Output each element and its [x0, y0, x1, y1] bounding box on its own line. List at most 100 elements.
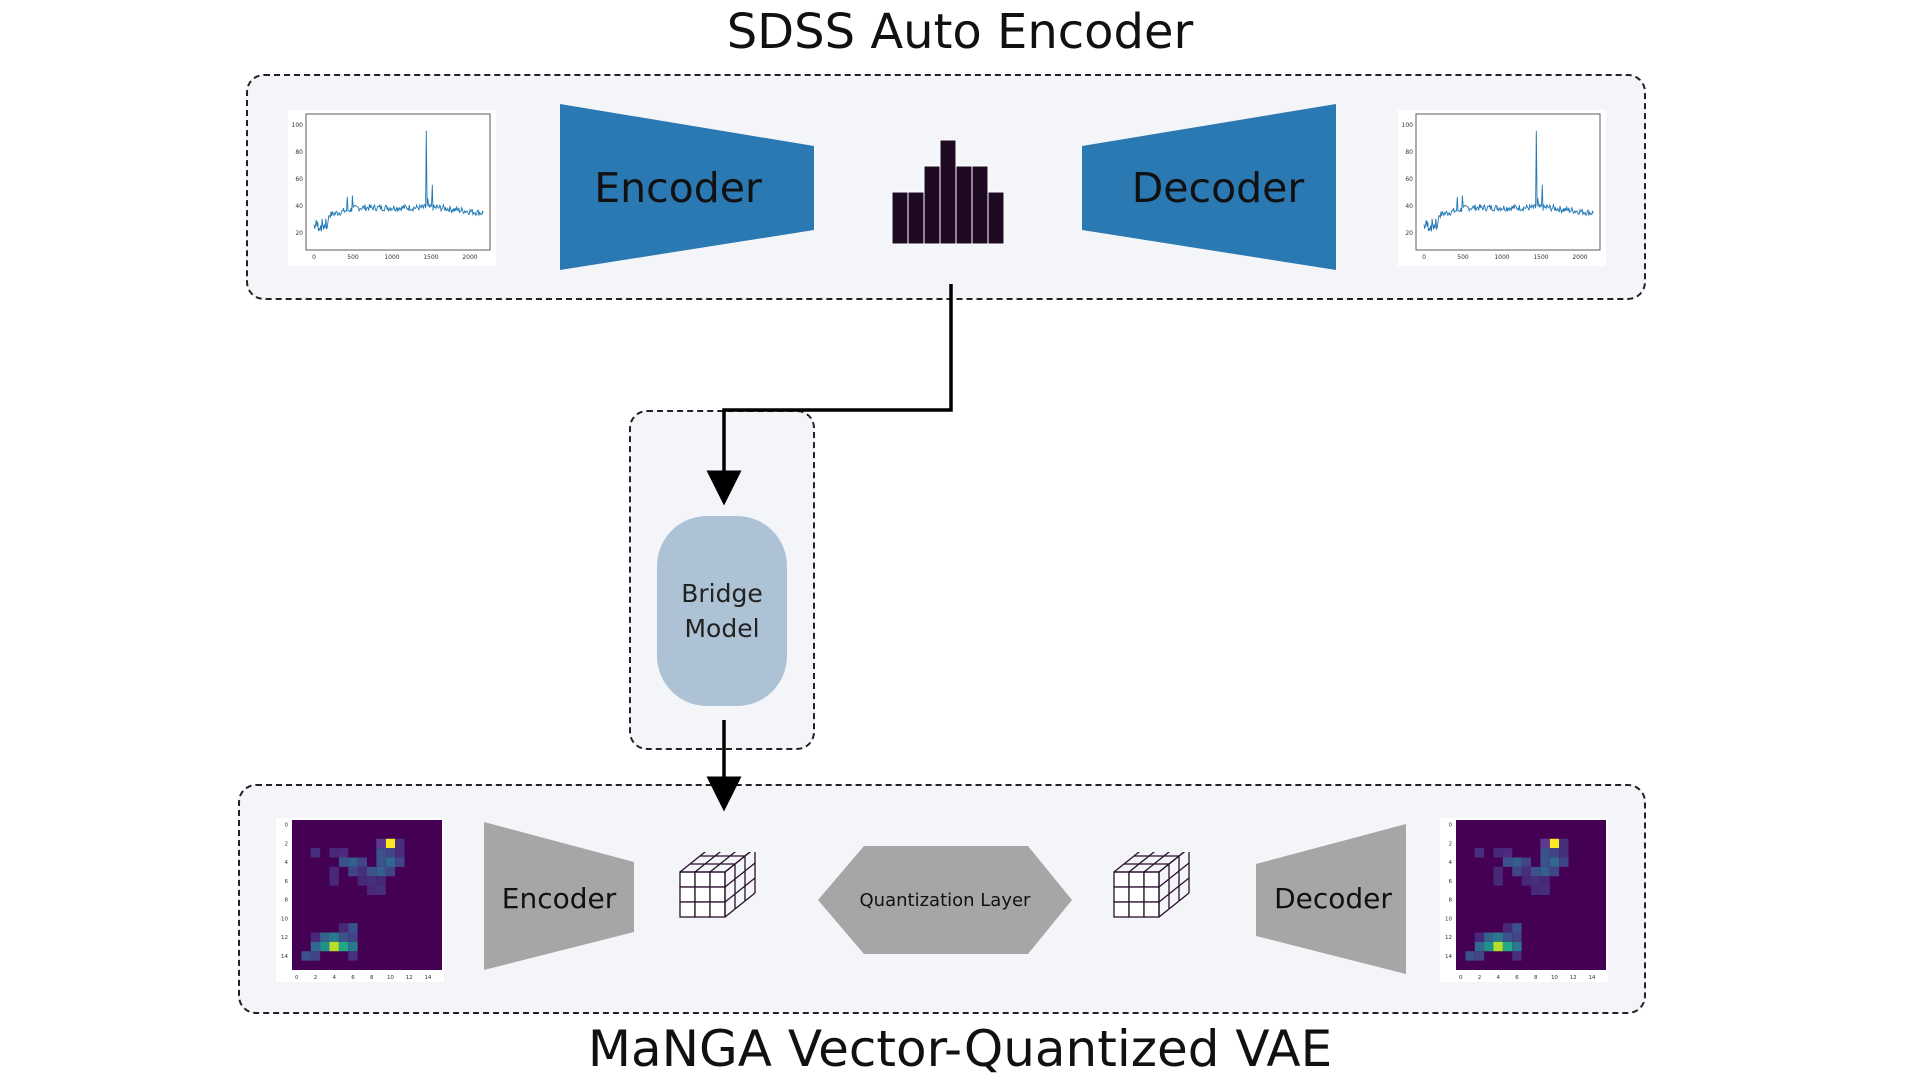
map-cell: [338, 932, 349, 942]
map-cell: [1559, 848, 1569, 858]
cube-cell: [709, 901, 726, 918]
map-cell: [1512, 932, 1522, 942]
map-cell: [1512, 941, 1522, 952]
map-cell: [1493, 932, 1503, 942]
latent-bar: [939, 139, 957, 245]
x-tick-label: 500: [1457, 254, 1469, 261]
y-tick-label: 10: [281, 916, 288, 922]
map-cell: [385, 848, 396, 858]
x-tick-label: 6: [1515, 975, 1519, 981]
map-cell: [376, 866, 386, 877]
x-tick-label: 0: [1459, 975, 1463, 981]
y-tick-label: 100: [292, 122, 304, 129]
map-cell: [348, 951, 358, 961]
map-cell: [320, 941, 330, 952]
map-cell: [1540, 848, 1550, 858]
map-cell: [1512, 866, 1522, 877]
x-tick-label: 1500: [423, 254, 438, 261]
y-tick-label: 80: [1405, 149, 1413, 156]
diagram-title-top: SDSS Auto Encoder: [726, 4, 1194, 60]
cube-cell: [1128, 901, 1145, 918]
map-cell: [385, 866, 396, 877]
map-cell: [395, 838, 405, 849]
map-cell: [348, 866, 358, 877]
manga-encoder-block: [484, 822, 634, 970]
map-cell: [329, 941, 339, 952]
x-tick-label: 2: [314, 975, 318, 981]
y-tick-label: 6: [1449, 879, 1453, 885]
y-tick-label: 20: [295, 230, 303, 237]
x-tick-label: 500: [347, 254, 359, 261]
map-cell: [376, 857, 386, 867]
plot-frame: [1415, 113, 1601, 251]
cube-cell: [1128, 871, 1145, 888]
map-cell: [1512, 923, 1522, 933]
map-cell: [1484, 941, 1494, 952]
map-cell: [1531, 876, 1541, 886]
spectrum-line: [1423, 130, 1594, 232]
plot-frame: [305, 113, 491, 251]
cube-cell: [679, 886, 696, 903]
map-cell: [329, 848, 339, 858]
map-cell: [1512, 857, 1522, 867]
y-tick-label: 20: [1405, 230, 1413, 237]
y-tick-label: 4: [1449, 860, 1453, 866]
x-tick-label: 0: [1422, 254, 1426, 261]
map-cell: [1540, 857, 1550, 867]
map-cell: [1465, 951, 1475, 961]
map-cell: [1549, 857, 1560, 867]
map-cell: [1559, 857, 1569, 867]
map-cell: [367, 866, 377, 877]
map-cell: [376, 885, 386, 895]
bridge-model-label-line1: Bridge: [681, 579, 763, 608]
cube-cell: [1128, 886, 1145, 903]
bridge-model-node: Bridge Model: [657, 516, 787, 706]
y-tick-label: 8: [1449, 898, 1453, 904]
sdss-encoder-label: Encoder: [594, 164, 762, 212]
map-cell: [1474, 951, 1485, 961]
y-tick-label: 2: [285, 841, 289, 847]
y-tick-label: 40: [1405, 203, 1413, 210]
map-cell: [338, 923, 349, 933]
map-cell: [329, 876, 339, 886]
y-tick-label: 10: [1445, 916, 1452, 922]
map-cell: [301, 951, 311, 961]
cube-cell: [1143, 886, 1160, 903]
y-tick-label: 40: [295, 203, 303, 210]
map-cell: [376, 876, 386, 886]
map-cell: [348, 932, 358, 942]
map-cell: [395, 857, 405, 867]
y-tick-label: 60: [295, 176, 303, 183]
map-cell: [1502, 932, 1513, 942]
x-tick-label: 4: [332, 975, 336, 981]
map-cell: [310, 941, 321, 952]
manga-latent-cube-icon: [679, 852, 756, 918]
quantization-layer-block: [818, 846, 1072, 954]
manga-decoder-block: [1256, 824, 1406, 974]
cube-cell: [694, 871, 711, 888]
y-tick-label: 80: [295, 149, 303, 156]
map-cell: [376, 838, 386, 849]
sdss-decoder-block: [1082, 104, 1336, 270]
cube-cell: [1113, 871, 1130, 888]
y-tick-label: 8: [285, 898, 289, 904]
x-tick-label: 6: [351, 975, 355, 981]
map-cell: [1531, 885, 1541, 895]
latent-bar: [907, 191, 925, 245]
map-cell: [348, 857, 358, 867]
x-tick-label: 1000: [1494, 254, 1509, 261]
map-cell: [1512, 951, 1522, 961]
x-tick-label: 1000: [384, 254, 399, 261]
cube-cell: [1143, 871, 1160, 888]
y-tick-label: 2: [1449, 841, 1453, 847]
map-cell: [310, 848, 321, 858]
x-tick-label: 4: [1496, 975, 1500, 981]
map-cell: [329, 932, 339, 942]
cube-cell: [709, 871, 726, 888]
map-cell: [1521, 876, 1531, 886]
map-cell: [1521, 857, 1531, 867]
diagram-title-bottom: MaNGA Vector-Quantized VAE: [587, 1020, 1333, 1078]
quantization-layer-label: Quantization Layer: [859, 890, 1031, 911]
latent-bar: [955, 165, 973, 245]
